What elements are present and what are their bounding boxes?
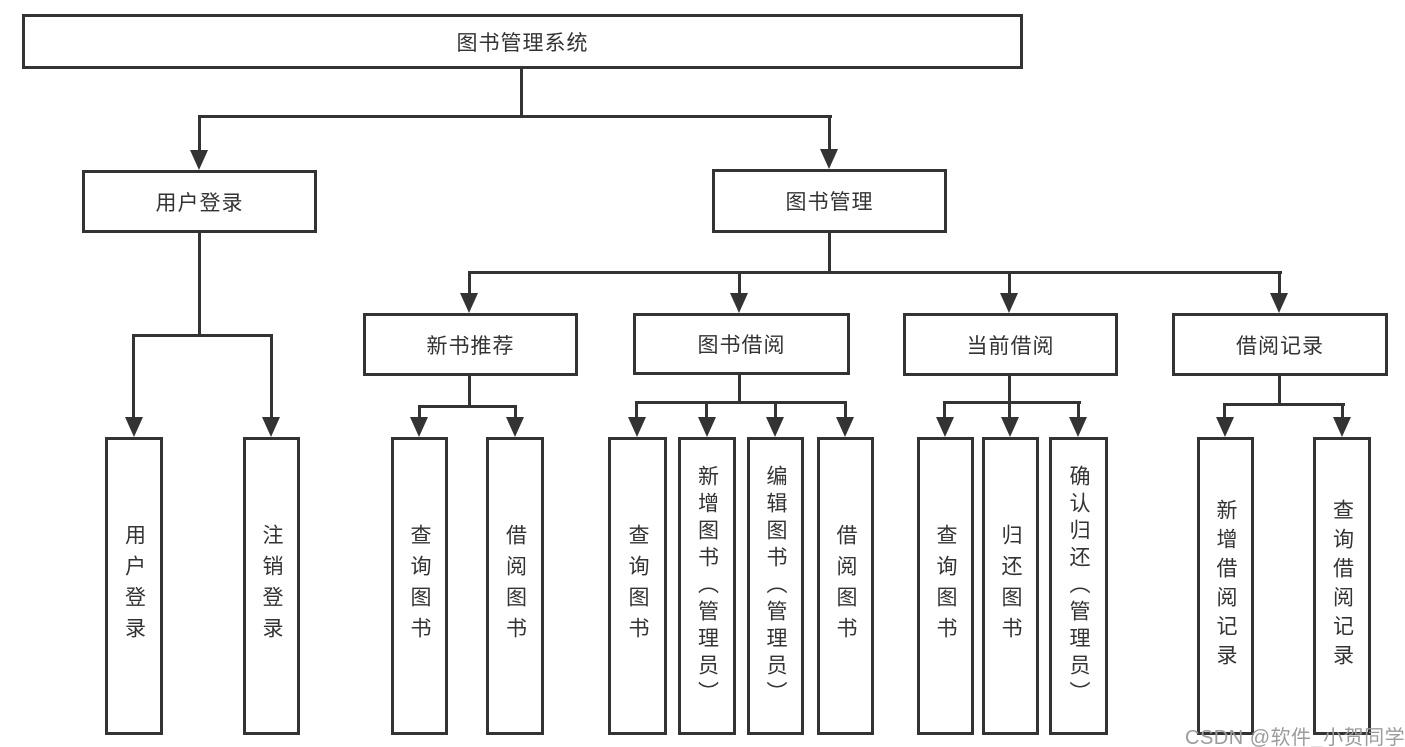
arrow-down-icon [1216,417,1234,437]
connector-line [514,405,517,419]
leaf-nbr-borrow-books: 借阅图书 [486,437,544,735]
connector-line [828,233,831,274]
arrow-down-icon [410,417,428,437]
connector-line [520,69,523,118]
leaf-logout: 注销登录 [243,437,300,735]
connector-line [943,401,1081,404]
leaf-bb-edit-books-admin: 编辑图书（管理员） [747,437,804,735]
connector-line [468,271,471,296]
node-new-book-recommend-label: 新书推荐 [426,334,515,358]
leaf-br-add-record-label: 新增借阅记录 [1214,499,1237,673]
leaf-br-query-record-label: 查询借阅记录 [1330,499,1354,673]
leaf-bb-add-books-admin: 新增图书（管理员） [678,437,736,735]
node-book-management: 图书管理 [712,169,947,233]
connector-line [418,405,517,408]
arrow-down-icon [1333,417,1351,437]
node-current-borrowing-label: 当前借阅 [966,334,1055,358]
connector-line [1223,403,1226,419]
leaf-bb-edit-books-admin-label: 编辑图书（管理员） [764,464,787,708]
leaf-cb-return-books: 归还图书 [982,437,1039,735]
connector-line [943,401,946,419]
node-new-book-recommend: 新书推荐 [363,313,578,376]
arrow-down-icon [730,293,748,313]
arrow-down-icon [1001,417,1019,437]
connector-line [132,334,273,337]
connector-line [635,401,847,404]
connector-line [270,334,273,419]
arrow-down-icon [936,417,954,437]
node-user-login-label: 用户登录 [155,191,244,215]
connector-line [1223,403,1345,406]
arrow-down-icon [628,417,646,437]
connector-line [738,375,741,404]
arrow-down-icon [698,417,716,437]
node-user-login: 用户登录 [82,170,317,233]
connector-line [1008,271,1011,296]
connector-line [198,115,201,152]
connector-line [198,115,832,118]
leaf-br-add-record: 新增借阅记录 [1197,437,1254,735]
leaf-cb-query-books: 查询图书 [917,437,974,735]
connector-line [1341,403,1344,419]
arrow-down-icon [1270,293,1288,313]
leaf-logout-label: 注销登录 [260,524,283,648]
node-borrowing-records-label: 借阅记录 [1236,334,1324,358]
connector-line [828,115,831,151]
leaf-bb-query-books: 查询图书 [608,437,667,735]
arrow-down-icon [836,417,854,437]
node-book-borrowing: 图书借阅 [633,313,850,375]
arrow-down-icon [190,150,208,170]
leaf-bb-borrow-books: 借阅图书 [817,437,874,735]
node-current-borrowing: 当前借阅 [903,313,1118,376]
connector-line [1077,401,1080,419]
leaf-nbr-query-books: 查询图书 [391,437,448,735]
connector-line [198,233,201,337]
node-borrowing-records: 借阅记录 [1172,313,1388,376]
node-book-management-label: 图书管理 [785,191,874,214]
connector-line [705,401,708,419]
leaf-nbr-query-books-label: 查询图书 [408,524,431,648]
node-book-borrowing-label: 图书借阅 [697,334,786,357]
arrow-down-icon [262,417,280,437]
arrow-down-icon [1000,293,1018,313]
arrow-down-icon [125,417,143,437]
leaf-user-login: 用户登录 [105,437,163,735]
leaf-cb-query-books-label: 查询图书 [934,524,957,648]
arrow-down-icon [820,149,838,169]
node-root: 图书管理系统 [22,14,1023,69]
connector-line [132,334,135,419]
leaf-user-login-label: 用户登录 [122,524,146,648]
connector-line [844,401,847,419]
leaf-nbr-borrow-books-label: 借阅图书 [503,524,527,648]
connector-line [468,376,471,408]
node-root-label: 图书管理系统 [456,31,589,55]
connector-line [635,401,638,419]
csdn-watermark: CSDN @软件_小贺同学 [1185,727,1405,747]
arrow-down-icon [766,417,784,437]
connector-line [1278,271,1281,296]
connector-line [738,271,741,296]
arrow-down-icon [1069,417,1087,437]
connector-line [774,401,777,419]
leaf-bb-borrow-books-label: 借阅图书 [834,524,857,648]
leaf-bb-add-books-admin-label: 新增图书（管理员） [695,464,719,708]
leaf-cb-confirm-return-admin-label: 确认归还（管理员） [1067,464,1090,708]
arrow-down-icon [506,417,524,437]
leaf-bb-query-books-label: 查询图书 [626,524,649,648]
connector-line [1008,401,1011,419]
arrow-down-icon [460,293,478,313]
connector-line [1278,376,1281,406]
connector-line [418,405,421,419]
connector-line [1008,376,1011,404]
leaf-cb-confirm-return-admin: 确认归还（管理员） [1049,437,1108,735]
leaf-br-query-record: 查询借阅记录 [1313,437,1371,735]
connector-line [468,271,1282,274]
leaf-cb-return-books-label: 归还图书 [999,524,1022,648]
